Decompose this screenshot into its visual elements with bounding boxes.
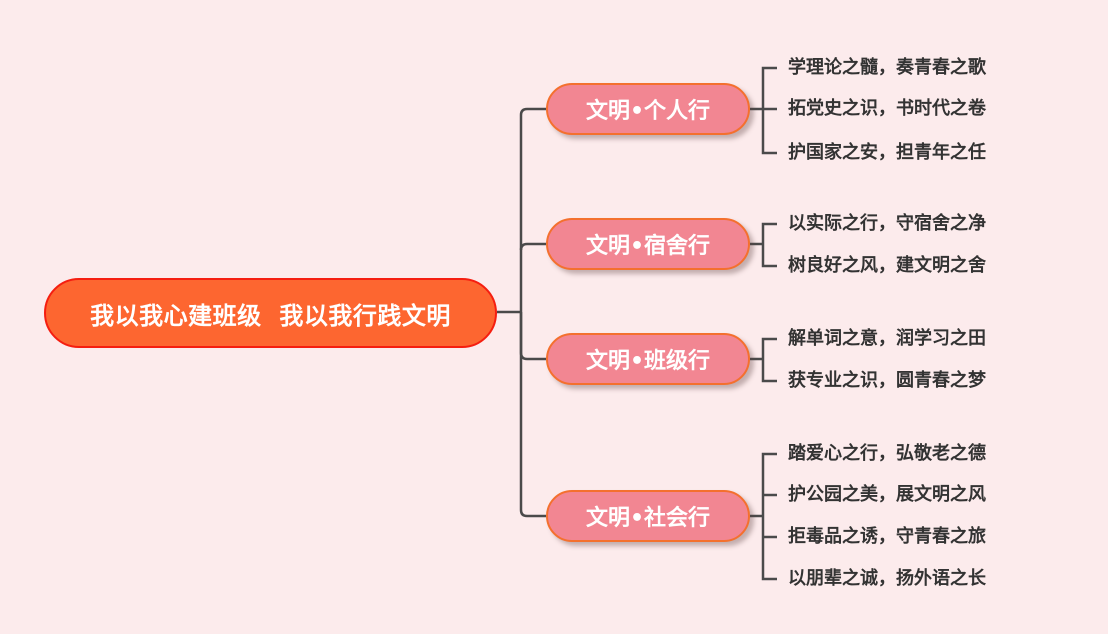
- bracket-4: [750, 452, 777, 581]
- leaf-node[interactable]: 获专业之识，圆青春之梦: [788, 370, 986, 391]
- leaf-node[interactable]: 拒毒品之诱，守青春之旅: [788, 526, 986, 547]
- branch-node-society[interactable]: 文明•社会行: [546, 490, 750, 542]
- trunk-connector-1: [519, 107, 546, 312]
- root-node[interactable]: 我以我心建班级 我以我行践文明: [44, 278, 497, 348]
- branch-node-personal[interactable]: 文明•个人行: [546, 83, 750, 135]
- trunk-connector-4: [519, 312, 546, 518]
- leaf-node[interactable]: 树良好之风，建文明之舍: [788, 255, 986, 276]
- bracket-3: [750, 337, 777, 383]
- bracket-1: [750, 66, 777, 155]
- branch-node-dormitory[interactable]: 文明•宿舍行: [546, 218, 750, 270]
- leaf-node[interactable]: 拓党史之识，书时代之卷: [788, 98, 986, 119]
- leaf-node[interactable]: 学理论之髓，奏青春之歌: [788, 57, 986, 78]
- leaf-node[interactable]: 以朋辈之诚，扬外语之长: [788, 568, 986, 589]
- leaf-node[interactable]: 解单词之意，润学习之田: [788, 328, 986, 349]
- trunk-connector-2: [519, 242, 546, 251]
- leaf-node[interactable]: 以实际之行，守宿舍之净: [788, 213, 986, 234]
- leaf-node[interactable]: 护公园之美，展文明之风: [788, 484, 986, 505]
- branch-node-class[interactable]: 文明•班级行: [546, 333, 750, 385]
- leaf-node[interactable]: 踏爱心之行，弘敬老之德: [788, 443, 986, 464]
- bracket-2: [750, 222, 777, 268]
- leaf-node[interactable]: 护国家之安，担青年之任: [788, 142, 986, 163]
- trunk-connector-3: [519, 312, 546, 361]
